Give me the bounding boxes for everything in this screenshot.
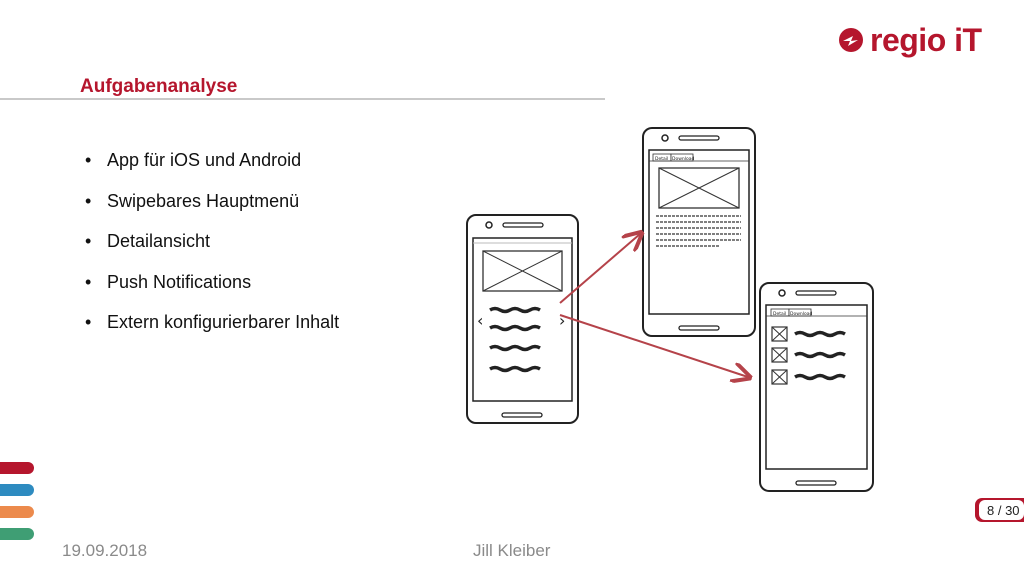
- phone-download-list: Detail Download: [759, 282, 874, 492]
- brand-bar-blue: [0, 484, 34, 496]
- arrow-to-detail: [559, 234, 640, 304]
- page-number-badge: 8 / 30: [975, 498, 1024, 522]
- nav-prev-icon: ‹: [477, 311, 483, 330]
- footer-author: Jill Kleiber: [473, 541, 551, 560]
- phone-main-menu: ‹ ›: [466, 214, 579, 424]
- bullet-text: Extern konfigurierbarer Inhalt: [107, 312, 340, 332]
- brand-color-bars: [0, 462, 34, 550]
- footer-date: 19.09.2018: [62, 541, 148, 560]
- tab-download: Download: [790, 311, 813, 317]
- tab-detail: Detail: [773, 311, 786, 317]
- brand-bar-red: [0, 462, 34, 474]
- phone-detail-view: Detail Download: [642, 127, 756, 337]
- bullet-list: •App für iOS und Android •Swipebares Hau…: [85, 148, 339, 351]
- bullet-item: •Push Notifications: [85, 271, 252, 292]
- brand-bar-green: [0, 528, 34, 540]
- bullet-item: •Swipebares Hauptmenü: [85, 190, 300, 211]
- bullet-item: •App für iOS und Android: [85, 150, 302, 170]
- bullet-text: Push Notifications: [107, 271, 252, 292]
- logo-text: regio iT: [870, 21, 982, 58]
- bullet-item: •Extern konfigurierbarer Inhalt: [85, 312, 340, 332]
- bullet-text: Swipebares Hauptmenü: [107, 190, 300, 211]
- logo-mark-icon: [839, 28, 863, 52]
- arrow-to-download: [559, 314, 748, 377]
- nav-next-icon: ›: [559, 311, 565, 330]
- brand-bar-orange: [0, 506, 34, 518]
- title-divider: [0, 98, 605, 100]
- page-number: 8 / 30: [987, 502, 1020, 518]
- app-wireframe-sketch: ‹ › Detail Download Detail Download: [466, 127, 874, 492]
- bullet-item: •Detailansicht: [85, 231, 211, 251]
- tab-detail: Detail: [655, 156, 668, 162]
- tab-download: Download: [672, 156, 695, 162]
- bullet-text: Detailansicht: [107, 231, 211, 251]
- regio-it-logo: regio iT: [838, 20, 982, 60]
- bullet-text: App für iOS und Android: [107, 150, 302, 170]
- slide-title: Aufgabenanalyse: [80, 76, 238, 97]
